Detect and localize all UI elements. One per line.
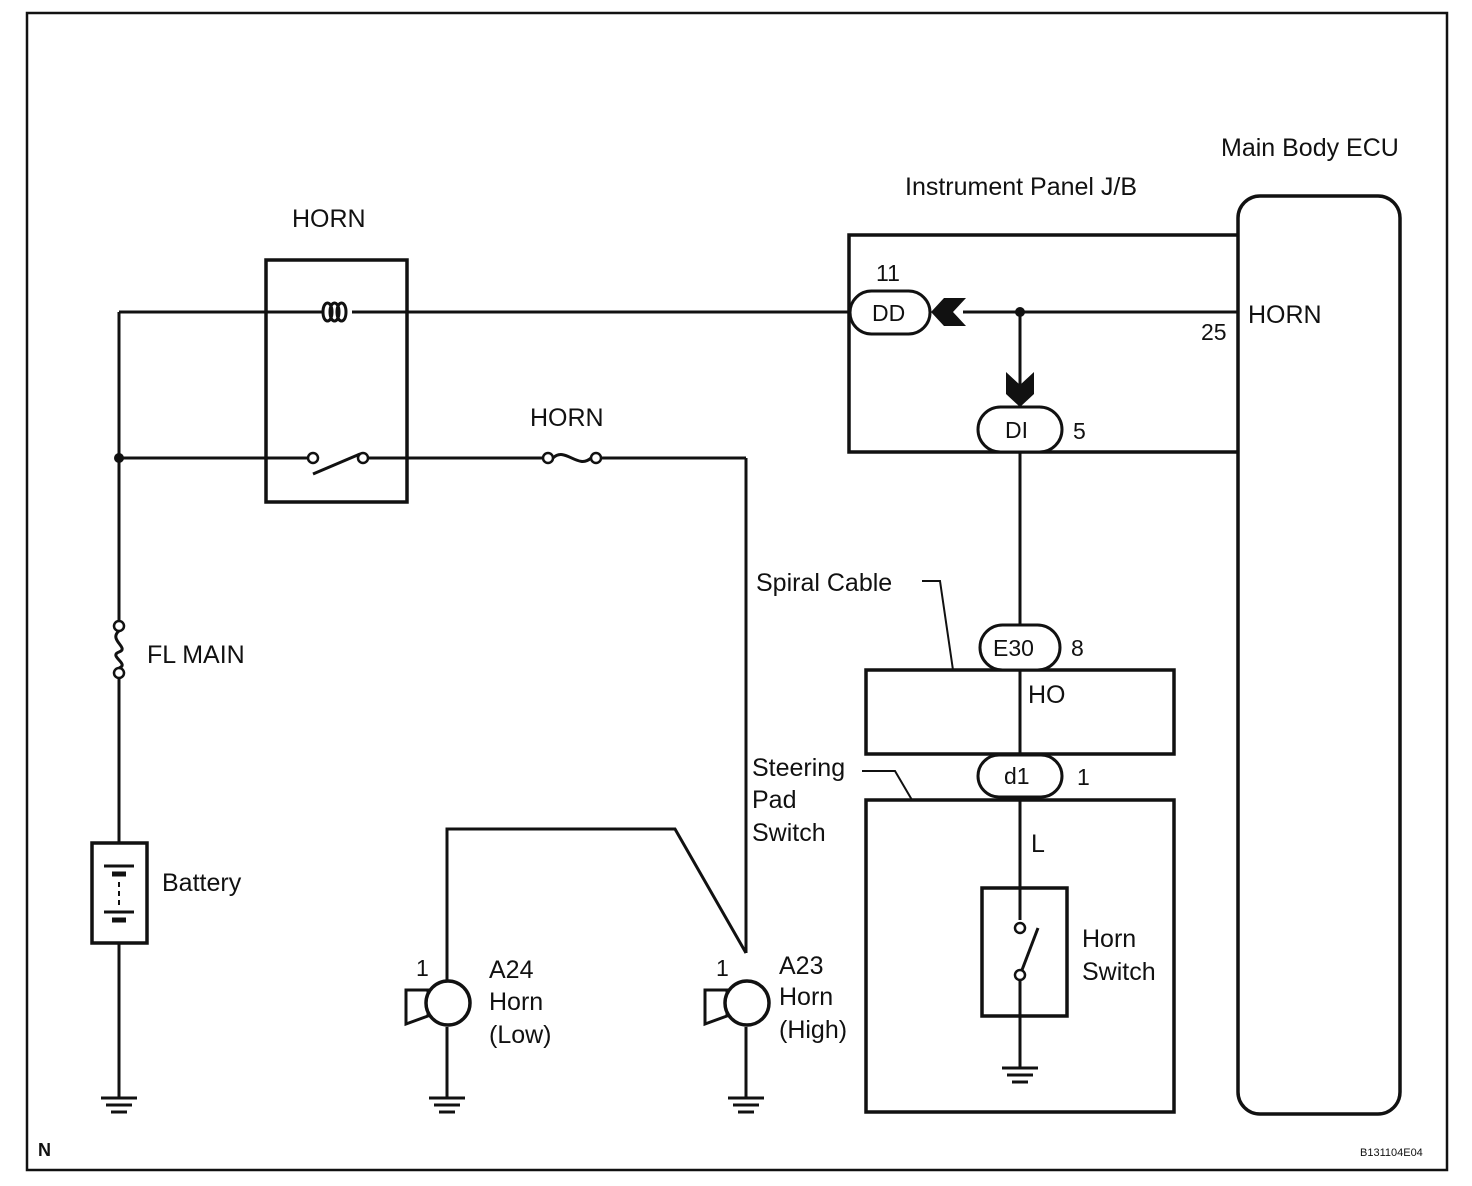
chevron-down-icon [1006, 372, 1034, 407]
horn-low: 1 A24 Horn (Low) [404, 955, 552, 1049]
connector-d1-pin: 1 [1077, 764, 1090, 790]
horn-fuse: HORN [530, 404, 604, 465]
horn-low-label-1: A24 [489, 956, 534, 984]
horn-high-pin: 1 [716, 955, 729, 981]
horn-relay: HORN [264, 205, 409, 504]
steering-pad-label-1: Steering [752, 754, 845, 782]
wire-color-label: L [1031, 830, 1045, 858]
horn-low-label-2: Horn [489, 988, 543, 1016]
ecu-horn-terminal-name: HORN [1248, 301, 1322, 329]
diagram-frame [25, 11, 1449, 1172]
horn-switch-label-2: Switch [1082, 958, 1156, 986]
relay-coil-icon [321, 301, 348, 323]
connector-e30-pin: 8 [1071, 635, 1084, 661]
steering-pad-label-2: Pad [752, 786, 796, 814]
connector-d1 [976, 753, 1064, 799]
ground-icon [101, 1096, 137, 1114]
junction-dot [1015, 307, 1025, 317]
junction-dot [114, 453, 124, 463]
fuse-icon [551, 453, 593, 463]
ground-icon [728, 1096, 764, 1114]
horn-switch-arm-icon [1020, 927, 1040, 971]
connector-e30 [978, 623, 1062, 672]
connector-di-label: DI [1005, 417, 1028, 443]
horn-speaker-icon [703, 988, 729, 1027]
horn-high-label-2: Horn [779, 983, 833, 1011]
connector-d1-label: d1 [1004, 763, 1030, 789]
connector-dd-label: DD [872, 300, 905, 326]
terminal-ho-label: HO [1028, 681, 1066, 709]
connector-di-pin: 5 [1073, 418, 1086, 444]
horn-fuse-label: HORN [530, 404, 604, 432]
steering-pad-label-3: Switch [752, 819, 826, 847]
spiral-cable: Spiral Cable E30 8 HO [756, 569, 1176, 756]
steering-pad-switch: Steering Pad Switch d1 1 L [752, 753, 1176, 1114]
wiring [117, 310, 1238, 1098]
corner-mark: N [38, 1140, 51, 1160]
connector-e30-label: E30 [993, 635, 1034, 661]
ground-icon [429, 1096, 465, 1114]
main-body-ecu-label: Main Body ECU [1221, 134, 1399, 162]
relay-switch-arm-icon [312, 452, 361, 476]
spiral-cable-label: Spiral Cable [756, 569, 892, 597]
horn-low-label-3: (Low) [489, 1021, 552, 1049]
horn-switch: Horn Switch [980, 886, 1156, 1018]
battery: Battery [90, 841, 242, 945]
ecu-horn-terminal-pin: 25 [1201, 319, 1227, 345]
fusible-link-icon [114, 629, 124, 670]
relay-contact-icon [356, 451, 370, 465]
battery-label: Battery [162, 869, 242, 897]
horn-low-pin: 1 [416, 955, 429, 981]
ground-icon [1002, 1066, 1038, 1084]
horn-switch-label-1: Horn [1082, 925, 1136, 953]
instrument-panel-jb: Instrument Panel J/B DD 11 DI 5 [847, 173, 1238, 454]
fl-main-label: FL MAIN [147, 641, 245, 669]
horn-relay-label: HORN [292, 205, 366, 233]
horn-high-label-1: A23 [779, 952, 823, 980]
horn-high-label-3: (High) [779, 1016, 847, 1044]
main-body-ecu: Main Body ECU HORN 25 [1201, 134, 1402, 1116]
figure-code: B131104E04 [1360, 1147, 1423, 1159]
relay-contact-icon [306, 451, 320, 465]
connector-di [976, 405, 1064, 454]
connector-dd-pin: 11 [876, 260, 900, 286]
instrument-panel-jb-label: Instrument Panel J/B [905, 173, 1137, 201]
fl-main-fuse: FL MAIN [112, 619, 245, 680]
horn-speaker-icon [404, 988, 430, 1027]
horn-high: 1 A23 Horn (High) [703, 952, 847, 1044]
connector-dd [848, 289, 932, 336]
chevron-left-icon [931, 298, 966, 326]
